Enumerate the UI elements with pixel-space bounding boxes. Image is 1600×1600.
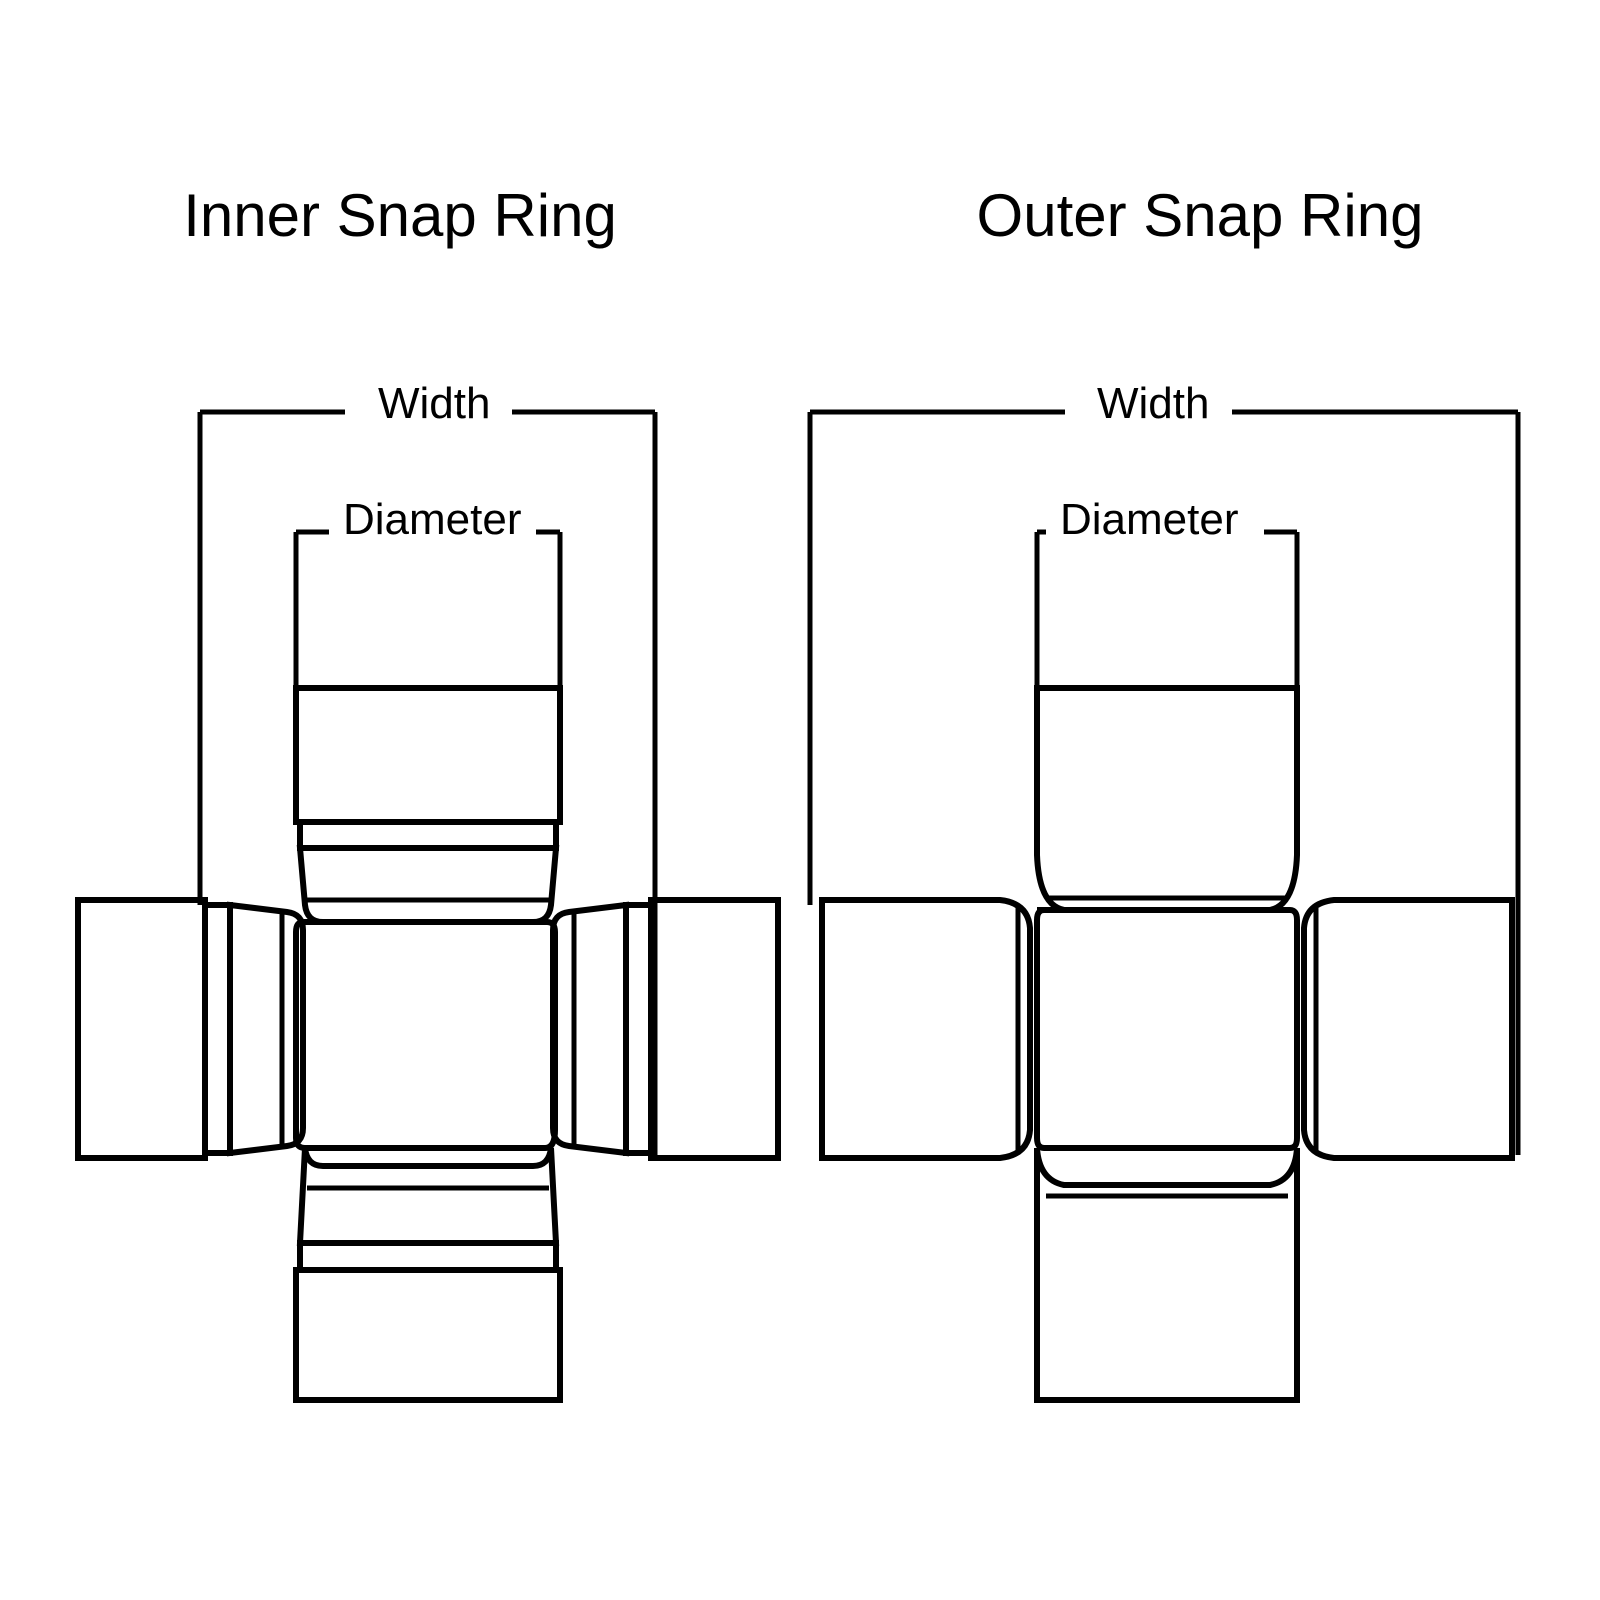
inner-diameter-dimension-bracket (293, 529, 563, 688)
outer-center-hub (1034, 907, 1300, 1151)
outer-left-bearing-cap (819, 897, 1033, 1161)
outer-snap-ring-title: Outer Snap Ring (976, 182, 1424, 249)
outer-right-bearing-cap (1301, 897, 1515, 1161)
inner-diameter-label: Diameter (329, 498, 536, 542)
outer-snap-ring-panel: Outer Snap Ring (800, 0, 1600, 1600)
inner-center-hub (293, 919, 558, 1151)
outer-diameter-label: Diameter (1046, 498, 1253, 542)
inner-snap-ring-title: Inner Snap Ring (183, 182, 617, 249)
inner-left-bearing-cap (75, 897, 306, 1161)
outer-top-bearing-cap (1034, 685, 1300, 913)
inner-width-dimension-bracket (197, 409, 658, 1155)
outer-width-dimension-bracket (807, 409, 1521, 1155)
inner-snap-ring-panel: Inner Snap Ring (183, 182, 617, 249)
outer-width-label: Width (1083, 382, 1224, 426)
outer-diameter-dimension-bracket (1034, 529, 1300, 688)
outer-bottom-bearing-cap (1034, 1147, 1300, 1403)
inner-width-label: Width (364, 382, 505, 426)
inner-bottom-bearing-cap (293, 1147, 563, 1403)
